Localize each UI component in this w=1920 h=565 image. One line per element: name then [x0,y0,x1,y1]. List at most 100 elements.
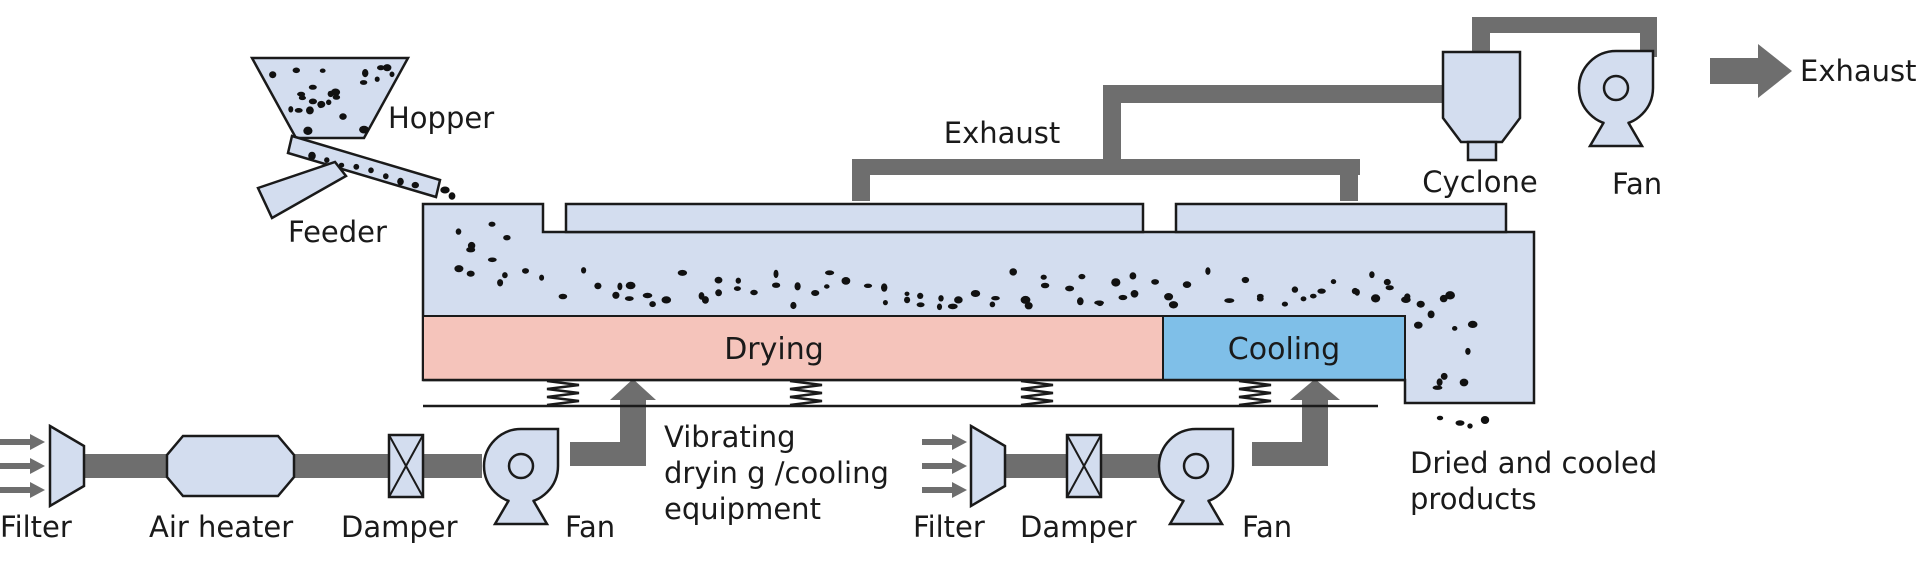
filter-icon [48,423,86,509]
particle [448,192,456,200]
particle [715,289,722,297]
drying-label: Drying [724,332,824,367]
particle [954,296,963,304]
damper-icon [387,433,425,499]
particle [383,64,392,72]
particle [294,108,303,113]
particle [904,296,911,304]
particle [522,268,529,274]
particle [841,277,851,285]
particle [1480,416,1490,424]
particle [625,281,636,290]
damper-left-label: Damper [341,510,458,544]
particle [269,71,277,79]
particle [1241,276,1250,284]
particle [1168,301,1179,309]
particle [1164,293,1174,301]
particle [1009,268,1017,276]
particle [1300,296,1307,302]
filter-icon [969,423,1007,509]
particle [1467,320,1478,328]
particle [1256,296,1264,302]
particle [455,228,462,235]
particle [1040,282,1050,289]
particle [594,282,602,290]
particle [1281,301,1288,307]
hopper-label: Hopper [388,101,494,135]
particle [1440,372,1448,380]
fan-icon [482,427,560,526]
cooling-zone [1162,315,1406,381]
vibrating-label-line3: equipment [664,492,821,526]
particle [1291,286,1299,293]
products-label-line1: Dried and cooled [1410,446,1657,480]
particle [467,241,476,250]
spring-icon [545,379,581,407]
particle [1436,415,1444,421]
filter-right-label: Filter [913,510,985,544]
particle [1077,297,1084,306]
particle [1436,378,1443,387]
particle [649,301,656,308]
feeder-chute [256,160,348,220]
particle [299,93,305,99]
spring-icon [1019,379,1055,407]
exhaust-hood-left [564,202,1145,234]
damper-icon [1065,433,1103,499]
particle [1452,326,1458,331]
particle [1330,279,1337,285]
particle [1078,273,1086,280]
particle [368,167,374,174]
particle [1129,272,1137,280]
particle [362,69,369,78]
particle [1369,271,1375,279]
damper-right-label: Damper [1020,510,1137,544]
particle [714,276,723,284]
particle [1371,294,1381,303]
particle [772,282,781,288]
hopper-icon [249,56,411,140]
products-label-line2: products [1410,482,1537,516]
particle [947,303,958,310]
particle [773,269,779,279]
fan-icon [1157,427,1235,526]
particle [383,173,389,180]
particle [440,186,450,194]
particle [991,296,1000,301]
particle [332,94,341,100]
particle [374,76,380,82]
particle [1385,285,1394,291]
particle [359,125,369,134]
particle [330,88,341,96]
particle [1404,293,1411,300]
particle [677,269,688,276]
particle [989,301,996,308]
cyclone-label: Cyclone [1422,165,1537,199]
particle [317,102,324,109]
inlet-arrows-right [922,434,967,498]
particle [1351,287,1359,295]
particle [1118,294,1128,301]
fan-right-label: Fan [1242,510,1292,544]
cooling-label: Cooling [1228,332,1340,367]
particle [881,283,888,292]
spring-icon [788,379,824,407]
particle [661,296,672,304]
filter-left-label: Filter [0,510,72,544]
particle [581,267,587,274]
particle [1414,321,1423,329]
particle [790,301,797,310]
fan-top-label: Fan [1612,167,1662,201]
particle [916,302,925,308]
particle [1427,310,1435,319]
particle [558,293,568,300]
particle [324,157,330,164]
particle [319,68,326,73]
material-particles [269,64,1490,429]
particle [292,67,300,74]
particle [303,126,313,135]
inlet-arrows-left [0,434,45,498]
particle [624,296,634,301]
particle [306,106,314,115]
